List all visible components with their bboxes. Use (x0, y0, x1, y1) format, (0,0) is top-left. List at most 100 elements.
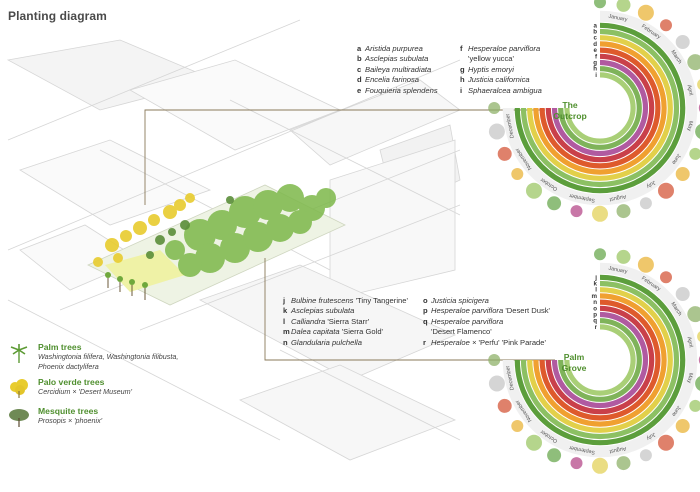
city-context-lines (6, 19, 461, 461)
species-name: Dalea capitata (291, 327, 340, 337)
species-name: Hyptis emoryi (468, 64, 514, 74)
mesquite-tree-icon (9, 409, 29, 427)
outcrop-month-label: September (568, 192, 595, 203)
palm-grove-plant-illustration (639, 449, 652, 462)
outcrop-plant-illustration (511, 168, 524, 180)
species-name: Justicia californica (468, 75, 530, 85)
species-name: Glandularia pulchella (291, 337, 362, 347)
palm-and-mesquite-trees (105, 184, 336, 300)
palo-verde-trees (93, 193, 195, 267)
species-key: d (357, 75, 362, 85)
outcrop-ring-letter: f (595, 53, 598, 60)
species-key: q (423, 316, 428, 326)
outcrop-plant-illustration (695, 124, 700, 139)
palm-grove-plant-illustration (616, 249, 631, 264)
palm-grove-plant-illustration (570, 457, 583, 470)
species-key: a (357, 44, 362, 53)
legend-species: Washingtonia filifera, Washingtonia fili… (38, 352, 179, 361)
legend-species: Phoenix dactylifera (38, 361, 99, 371)
palm-grove-plant-illustration (695, 376, 700, 391)
outcrop-ring-letter: a (594, 22, 598, 29)
page-title: Planting diagram (8, 9, 107, 23)
outcrop-ring-g (551, 59, 649, 157)
outcrop-ring-letter: g (593, 60, 597, 67)
outcrop-plant-illustration (592, 205, 608, 222)
outcrop-plant-illustration (637, 4, 654, 21)
legend-mesquite-trees: Mesquite trees Prosopis × 'phoenix' (8, 406, 238, 432)
outcrop-wheel: abcdefghiJanuaryFebruaryMarchAprilMayJun… (488, 0, 700, 222)
outcrop-ring-letter: c (594, 35, 598, 42)
species-key: h (460, 75, 465, 85)
palm-grove-month-label: June (670, 404, 681, 417)
palm-grove-ring-letter: o (593, 305, 597, 312)
species-name: Asclepias subulata (291, 306, 355, 316)
species-cultivar: 'yellow yucca' (468, 54, 514, 64)
outcrop-ring-h (558, 66, 642, 150)
palm-grove-month-label: September (568, 444, 595, 455)
palm-grove-plant-illustration (637, 256, 654, 273)
outcrop-ring-f (545, 53, 655, 163)
outcrop-month-label: January (608, 14, 628, 24)
palm-grove-plant-illustration (697, 331, 700, 342)
species-name: Hesperaloe parviflora (431, 316, 504, 326)
species-key: p (423, 306, 428, 316)
outcrop-ring-letter: e (594, 47, 598, 54)
outcrop-month-label: August (609, 193, 627, 202)
palm-grove-ring-letter: m (591, 293, 597, 300)
species-name: Aristida purpurea (365, 44, 423, 53)
species-name: Hesperaloe parviflora (468, 44, 541, 53)
lawn-area (105, 250, 185, 292)
species-cultivar: 'Tiny Tangerine' (355, 296, 408, 305)
outcrop-month-label: July (645, 179, 657, 189)
legend-palo-verde-trees: Palo verde trees Cercidium × 'Desert Mus… (8, 377, 238, 403)
palm-grove-ring-p (551, 311, 649, 409)
outcrop-plant-illustration (675, 167, 690, 181)
outcrop-plant-illustration (488, 102, 501, 114)
outcrop-ring-letter: b (593, 29, 597, 36)
species-cultivar: 'Sierra Gold' (341, 327, 383, 337)
outcrop-ring-c (527, 35, 673, 181)
species-name: Calliandra (291, 316, 326, 326)
palm-grove-plant-illustration (687, 306, 700, 323)
outcrop-plant-illustration (687, 54, 700, 71)
outcrop-plant-illustration (594, 0, 606, 9)
palm-grove-plant-illustration (488, 354, 501, 366)
outcrop-ring-d (533, 41, 667, 175)
outcrop-month-label: December (505, 113, 516, 139)
palm-grove-ring-n (539, 299, 661, 421)
palm-grove-ring-m (533, 293, 667, 427)
species-cultivar: 'Sierra Starr' (327, 316, 370, 326)
palm-grove-wheel: jklmnopqrJanuaryFebruaryMarchAprilMayJun… (488, 248, 700, 474)
species-key: j (283, 296, 286, 305)
species-cultivar: 'Desert Dusk' (505, 306, 550, 316)
species-name: Baileya multiradiata (365, 64, 432, 74)
species-name: Asclepias subulata (365, 54, 429, 64)
outcrop-month-label: May (686, 120, 694, 131)
palm-grove-ring-k (520, 280, 680, 440)
species-key: m (283, 327, 290, 337)
palm-grove-plant-illustration (511, 420, 524, 432)
species-key: b (357, 54, 362, 64)
palm-grove-title-line-2: Grove (562, 363, 587, 373)
palm-grove-month-label: December (505, 365, 516, 391)
palm-grove-plant-illustration (658, 434, 674, 451)
outcrop-ring-i (564, 72, 636, 144)
outcrop-plant-illustration (570, 205, 583, 218)
outcrop-ring-letter: h (593, 66, 597, 73)
species-key: g (460, 64, 465, 74)
palm-grove-title-line-1: Palm (564, 352, 585, 362)
outcrop-plant-illustration (689, 147, 700, 160)
